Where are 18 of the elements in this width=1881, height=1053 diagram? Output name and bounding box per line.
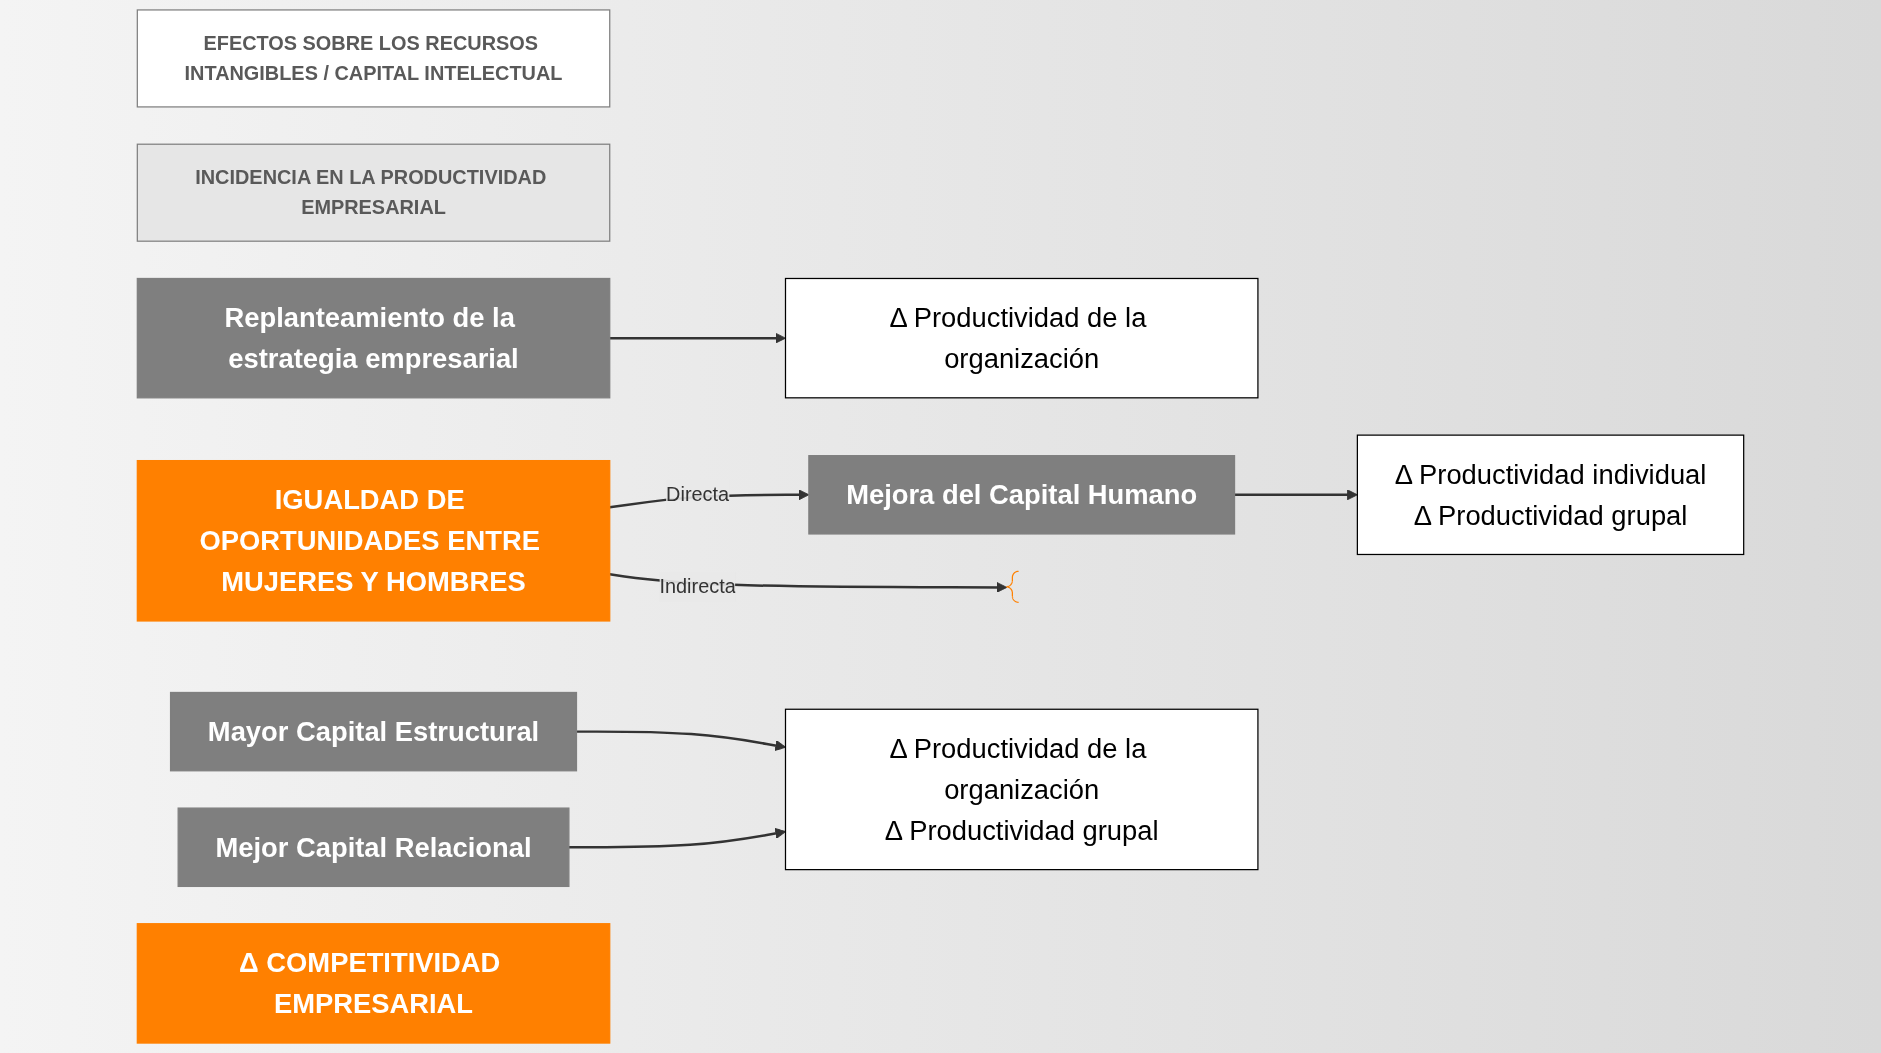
edge-label: Indirecta [659,575,736,597]
arrow [568,827,786,849]
arrow [576,730,786,751]
node-box: Mejora del Capital Humano [808,455,1236,535]
node-box: Replanteamiento de la estrategia empresarial [136,277,611,399]
arrow [1234,489,1358,501]
edge-label: Directa [666,483,730,505]
node-box: Δ Productividad de la organización Δ Productividad grupal [784,708,1259,871]
node-box: Mejor Capital Relacional [177,807,570,888]
node-box: EFECTOS SOBRE LOS RECURSOS INTANGIBLES / CAPITAL INTELECTUAL [136,9,611,108]
node-box: Δ Productividad individual Δ Productividad grupal [1356,434,1745,556]
node-bracket [1005,570,1020,603]
node-box: Δ COMPETITIVIDAD EMPRESARIAL [136,923,611,1044]
node-box: Δ Productividad de la organización [784,277,1259,399]
arrow [609,332,786,344]
node-box: Mayor Capital Estructural [169,691,578,772]
node-box: IGUALDAD DE OPORTUNIDADES ENTRE MUJERES Y HOMBRES [136,460,611,622]
node-box: INCIDENCIA EN LA PRODUCTIVIDAD EMPRESARIAL [136,143,611,242]
